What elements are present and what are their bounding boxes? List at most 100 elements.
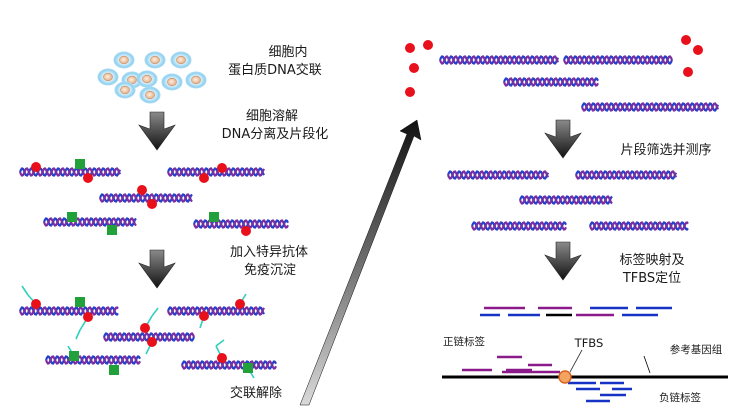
dna-helix [166,167,265,177]
dna-helix [502,77,599,87]
dna-strand-a [166,167,265,177]
dna-helix [44,355,141,365]
dna-strand-a [438,55,560,65]
antibody-square [75,297,85,307]
antibody-square [209,212,219,222]
dna-strand-a [446,170,550,180]
sequencing-tags [442,306,728,403]
dna-strand-a [180,360,277,370]
protein-and-antibody-markers [31,35,703,375]
step3-label-line2: 免疫沉淀 [243,263,296,278]
big-diagonal-arrow [299,119,422,406]
protein-dot [217,163,227,173]
antibody-arm [215,339,225,347]
cell-group [97,51,207,104]
antibody-arm [21,285,29,296]
dna-strand-a [502,77,599,87]
cell-nucleus [120,85,130,95]
dna-strand-a [166,306,265,316]
cell-nucleus [145,90,155,100]
dna-strand-a [562,55,674,65]
dna-strand-b [166,167,265,177]
dna-strand-a [580,102,720,112]
dna-helix [574,170,678,180]
protein-dot [140,323,150,333]
dna-helix [180,360,277,370]
cell-nucleus [167,77,177,87]
cell-nucleus [191,75,201,85]
antibody-arm [75,329,81,340]
dna-strand-b [470,221,567,231]
tfbs-marker [558,370,572,384]
tfbs-label: TFBS [574,336,604,350]
step1-label-line1: 细胞内 [268,45,308,60]
down-arrow [138,249,176,289]
cell-nucleus [150,55,160,65]
protein-dot [199,173,209,183]
dna-helix [98,193,193,203]
dna-strand-a [98,193,193,203]
dna-helix [102,332,196,342]
dna-helix [580,102,720,112]
protein-dot [31,299,41,309]
process-arrows [138,111,582,406]
free-protein-dot [693,45,703,55]
dna-helix [562,55,674,65]
step6-label-line2: TFBS定位 [622,271,682,286]
dna-strand-a [518,195,613,205]
dna-helix [42,217,137,227]
tfbs-pointer-line [569,349,583,373]
dna-helix [518,195,613,205]
dna-strand-b [180,360,277,370]
dna-helix [192,219,289,229]
protein-dot [217,353,227,363]
protein-dot [83,312,93,322]
reverse-tags-label: 负链标签 [659,392,701,404]
step6-label-line1: 标签映射及 [619,253,685,268]
step3-label-line1: 加入特异抗体 [229,245,308,260]
free-protein-dot [409,63,419,73]
protein-dot [147,337,157,347]
cell-nucleus [119,55,129,65]
step4-label: 交联解除 [229,386,282,401]
free-protein-dot [681,35,691,45]
genome-pointer-line [643,355,651,374]
free-protein-dot [405,87,415,97]
step2-label-line1: 细胞溶解 [245,109,298,124]
antibody-square [69,351,79,361]
free-protein-dot [405,43,415,53]
dna-helix [470,221,567,231]
antibody-square [75,159,85,169]
dna-helix [588,221,689,231]
dna-strand-b [44,355,141,365]
dna-strand-b [166,306,265,316]
protein-dot [137,185,147,195]
down-arrow [544,119,582,159]
step5-label: 片段筛选并测序 [620,143,712,158]
dna-strand-b [502,77,599,87]
cell-nucleus [176,55,186,65]
dna-strand-a [44,355,141,365]
down-arrow [544,241,582,281]
cell-nucleus [103,72,113,82]
forward-tags-label: 正链标签 [443,336,485,348]
dna-strand-a [102,332,196,342]
antibody-square [243,363,253,373]
dna-strand-a [574,170,678,180]
antibody-square [67,212,77,222]
step2-label-line2: DNA分离及片段化 [221,127,329,142]
protein-dot [199,311,209,321]
dna-helix [446,170,550,180]
free-protein-dot [423,40,433,50]
down-arrow [138,111,176,151]
protein-dot [31,162,41,172]
dna-fragments [18,55,720,370]
dna-strand-b [192,219,289,229]
dna-strand-a [588,221,689,231]
protein-dot [241,226,251,236]
protein-dot [83,173,93,183]
reference-genome-label: 参考基因组 [669,344,723,356]
free-protein-dot [683,67,693,77]
